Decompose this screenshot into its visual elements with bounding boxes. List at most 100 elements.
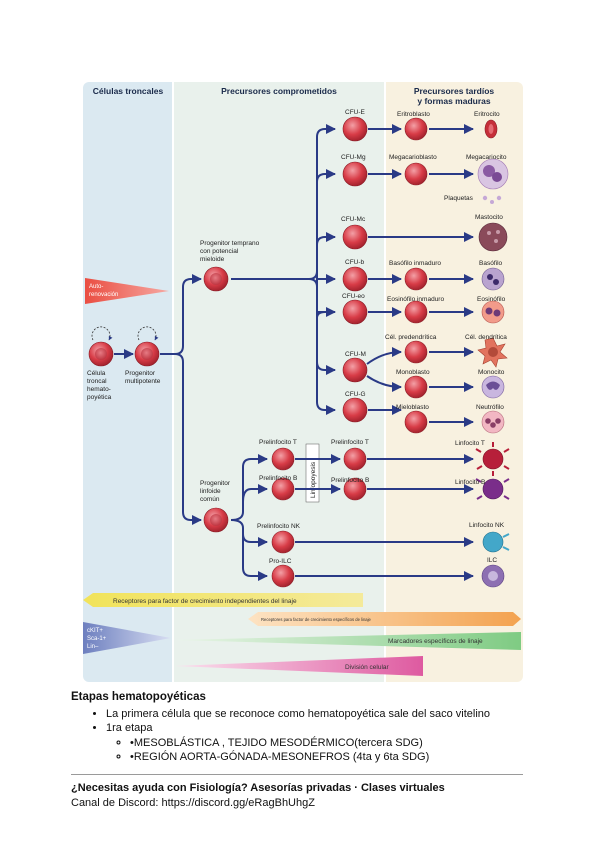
notes-heading: Etapas hematopoyéticas (71, 691, 206, 703)
pre-b-label-2: Prelinfocito B (331, 477, 369, 484)
branch-arrows (160, 124, 336, 581)
notes-section: Etapas hematopoyéticas La primera célula… (71, 690, 541, 765)
lineage-receptors-band (248, 612, 521, 626)
mpp-label-1: Progenitor (125, 370, 156, 377)
neutrophil-label: Neutrófilo (476, 404, 504, 411)
pre-t-cell (271, 447, 295, 471)
cfu-mg-cell (342, 161, 368, 187)
pre-b-cell (271, 477, 295, 501)
hsc-label-4: poyética (87, 394, 112, 401)
intermediate-cells (404, 117, 428, 434)
lymphopoiesis-label: Linfopoyesis (310, 461, 317, 498)
divider (71, 774, 523, 775)
cell-division-label: División celular (345, 664, 390, 671)
lymphocyte-t-label: Linfocito T (455, 440, 485, 447)
growth-receptors-band (83, 593, 363, 607)
notes-item: 1ra etapa •MESOBLÁSTICA , TEJIDO MESODÉR… (106, 721, 541, 765)
b-lymphocyte-cell (475, 478, 510, 500)
pre-t-cell-2 (343, 447, 367, 471)
myeloblast-label: Mieloblasto (396, 404, 429, 411)
basophil-cell (481, 267, 505, 291)
cfu-mc-cell (342, 224, 368, 250)
hematopoiesis-diagram: Células troncales Precursores comprometi… (83, 82, 523, 682)
cfu-eo-label: CFU-eo (342, 293, 365, 300)
cfu-cells (342, 116, 368, 423)
cell-division-band (175, 656, 423, 676)
neutrophil-cell (481, 410, 505, 434)
mature-cells (477, 119, 509, 434)
nk-lymphocyte-cell (482, 531, 510, 553)
erythroblast-label: Eritroblasto (397, 111, 430, 118)
lymphoid-precursor-cells (271, 447, 367, 588)
lymphocyte-cells (475, 442, 510, 588)
promo-section: ¿Necesitas ayuda con Fisiología? Asesorí… (71, 781, 445, 811)
hematopoiesis-figure: Células troncales Precursores comprometi… (83, 82, 523, 682)
erythrocyte-label: Eritrocito (474, 111, 500, 118)
dendritic-cell-label: Cél. dendrítica (465, 334, 507, 341)
monocyte-label: Monocito (478, 369, 505, 376)
lymphoid-label-3: común (200, 496, 220, 503)
hsc-label-3: hemato- (87, 386, 111, 393)
cfu-g-label: CFU-G (345, 391, 366, 398)
hsc-nucleus (95, 348, 107, 360)
notes-subitem: •REGIÓN AORTA-GÓNADA-MESONEFROS (4ta y 6… (130, 750, 541, 765)
pre-b-label: Prelinfocito B (259, 475, 297, 482)
cfu-e-cell (342, 116, 368, 142)
header-late-1: Precursores tardíos (414, 86, 495, 96)
eosinophil-cell (481, 300, 505, 324)
lineage-receptors-label: Receptores para factor de crecimiento es… (261, 617, 372, 622)
pre-t-label: Prelinfocito T (259, 439, 297, 446)
megakaryoblast-cell (404, 162, 428, 186)
notes-list: La primera célula que se reconoce como h… (71, 707, 541, 765)
cfu-b-label: CFU-b (345, 259, 365, 266)
predendritic-label: Cél. predendrítica (385, 334, 437, 341)
stem-marker-3: Lin– (87, 644, 99, 650)
intermediate-arrows (366, 124, 474, 415)
myeloblast-cell (404, 410, 428, 434)
pre-nk-cell (271, 530, 295, 554)
immature-eosinophil-cell (404, 300, 428, 324)
myeloid-label-1: Progenitor temprano (200, 240, 260, 247)
notes-item-text: 1ra etapa (106, 722, 153, 734)
myeloid-label-3: mieloide (200, 256, 225, 263)
self-renewal-arrow (85, 278, 169, 304)
monoblast-label: Monoblasto (396, 369, 430, 376)
basophil-label: Basófilo (479, 260, 503, 267)
cfu-g-cell (342, 397, 368, 423)
immature-eosinophil-label: Eosinófilo inmaduro (387, 296, 444, 303)
self-renewal-label-1: Auto- (89, 284, 103, 290)
cfu-m-label: CFU-M (345, 351, 366, 358)
stem-marker-2: Sca-1+ (87, 636, 107, 642)
pre-t-label-2: Prelinfocito T (331, 439, 369, 446)
discord-link[interactable]: Canal de Discord: https://discord.gg/eRa… (71, 797, 315, 809)
lineage-markers-band (175, 632, 521, 650)
lymphoid-arrows (295, 454, 474, 581)
notes-sublist: •MESOBLÁSTICA , TEJIDO MESODÉRMICO(terce… (106, 736, 541, 765)
pre-nk-label: Prelinfocito NK (257, 523, 301, 530)
erythroblast-cell (404, 117, 428, 141)
stem-marker-1: cKIT+ (87, 628, 103, 634)
myeloid-label-2: con potencial (200, 248, 239, 255)
notes-item: La primera célula que se reconoce como h… (106, 707, 541, 722)
megakaryoblast-label: Megacarioblasto (389, 154, 437, 161)
growth-receptors-label: Receptores para factor de crecimiento in… (113, 598, 297, 605)
platelet-3 (496, 195, 502, 201)
loop-arrow-mpp (137, 326, 159, 341)
pro-ilc-label: Pro-ILC (269, 558, 292, 565)
ilc-label: ILC (487, 557, 497, 564)
hsc-label-2: troncal (87, 378, 107, 385)
ilc-cell (481, 564, 505, 588)
immature-basophil-label: Basófilo inmaduro (389, 260, 441, 267)
stem-markers-arrow (83, 622, 171, 654)
lymphoid-label-1: Progenitor (200, 480, 231, 487)
header-late-2: y formas maduras (417, 96, 490, 106)
platelet-2 (490, 200, 494, 204)
cfu-b-cell (342, 266, 368, 292)
monoblast-cell (404, 375, 428, 399)
cfu-mg-label: CFU-Mg (341, 154, 366, 161)
hsc-label-1: Célula (87, 370, 106, 377)
mpp-nucleus (141, 348, 153, 360)
self-renewal-label-2: renovación (89, 292, 118, 298)
pro-ilc-cell (271, 564, 295, 588)
cfu-e-label: CFU-E (345, 109, 366, 116)
